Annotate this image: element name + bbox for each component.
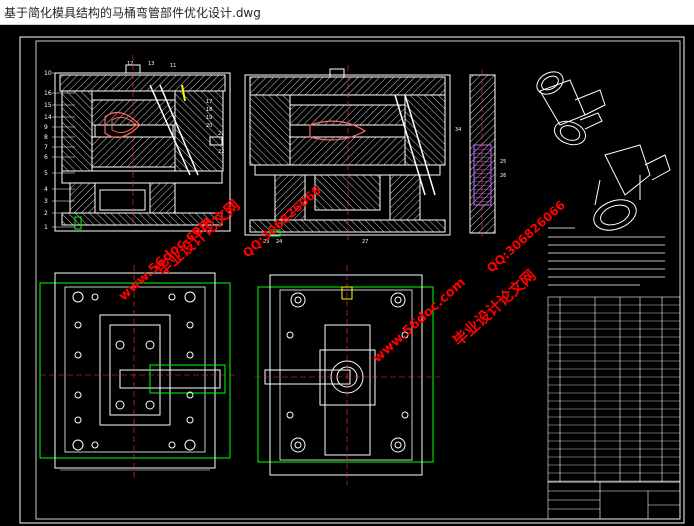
part-number-label: 27: [362, 239, 368, 245]
technical-notes: [548, 227, 665, 286]
plan-view-center: [255, 265, 440, 485]
parts-list-table: [547, 296, 681, 483]
cad-drawing-viewport[interactable]: 10 16 15 14 9 8 7 6 5 4 3 2 1 12 13 11: [0, 25, 694, 526]
cad-drawing-canvas[interactable]: 10 16 15 14 9 8 7 6 5 4 3 2 1 12 13 11: [0, 25, 694, 526]
part-numbers-left: 10 16 15 14 9 8 7 6 5 4 3 2 1: [44, 70, 52, 231]
part-number-label: 19: [206, 115, 212, 121]
part-number-label: 7: [44, 144, 48, 151]
product-3d-render-lower: [593, 144, 671, 231]
part-number-label: 11: [170, 63, 176, 69]
part-numbers-right: 17 18 19 20 21 22: [206, 99, 224, 155]
part-number-label: 9: [44, 124, 48, 131]
part-number-label: 4: [44, 186, 48, 193]
part-number-label: 17: [206, 99, 212, 105]
part-number-label: 22: [218, 149, 224, 155]
part-number-label: 23: [263, 239, 269, 245]
window-titlebar: 基于简化模具结构的马桶弯管部件优化设计.dwg: [0, 0, 694, 25]
part-number-label: 12: [127, 61, 133, 67]
parts-list-rows: [548, 304, 680, 482]
sheet-border-outer: [19, 36, 685, 524]
plan-view-left: [39, 265, 235, 480]
title-block: [547, 481, 681, 520]
part-number-label: 2: [44, 210, 48, 217]
side-view: [469, 70, 496, 237]
document-title: 基于简化模具结构的马桶弯管部件优化设计.dwg: [4, 6, 261, 20]
part-numbers-top: 12 13 11: [127, 61, 176, 69]
part-number-label: 26: [500, 173, 506, 179]
part-number-label: 15: [44, 102, 52, 109]
part-number-label: 18: [206, 107, 212, 113]
part-number-label: 5: [44, 170, 48, 177]
part-number-label: 21: [218, 131, 224, 137]
part-number-label: 6: [44, 154, 48, 161]
part-numbers-side: 34 25 26: [455, 127, 506, 179]
part-number-label: 20: [206, 123, 212, 129]
part-numbers-center-bottom: 23 24 27: [263, 239, 368, 245]
part-number-label: 14: [44, 114, 52, 121]
part-number-label: 3: [44, 198, 48, 205]
part-number-label: 34: [455, 127, 461, 133]
part-number-label: 16: [44, 90, 52, 97]
part-number-label: 24: [276, 239, 282, 245]
section-view-left: [54, 55, 231, 232]
product-3d-render-upper: [536, 71, 606, 146]
part-number-label: 10: [44, 70, 52, 77]
part-number-label: 8: [44, 134, 48, 141]
part-number-label: 13: [148, 61, 154, 67]
part-number-label: 25: [500, 159, 506, 165]
leader-lines-left: [52, 72, 75, 228]
part-number-label: 1: [44, 224, 48, 231]
sheet-border-inner: [35, 40, 681, 520]
section-view-center: [244, 65, 451, 240]
